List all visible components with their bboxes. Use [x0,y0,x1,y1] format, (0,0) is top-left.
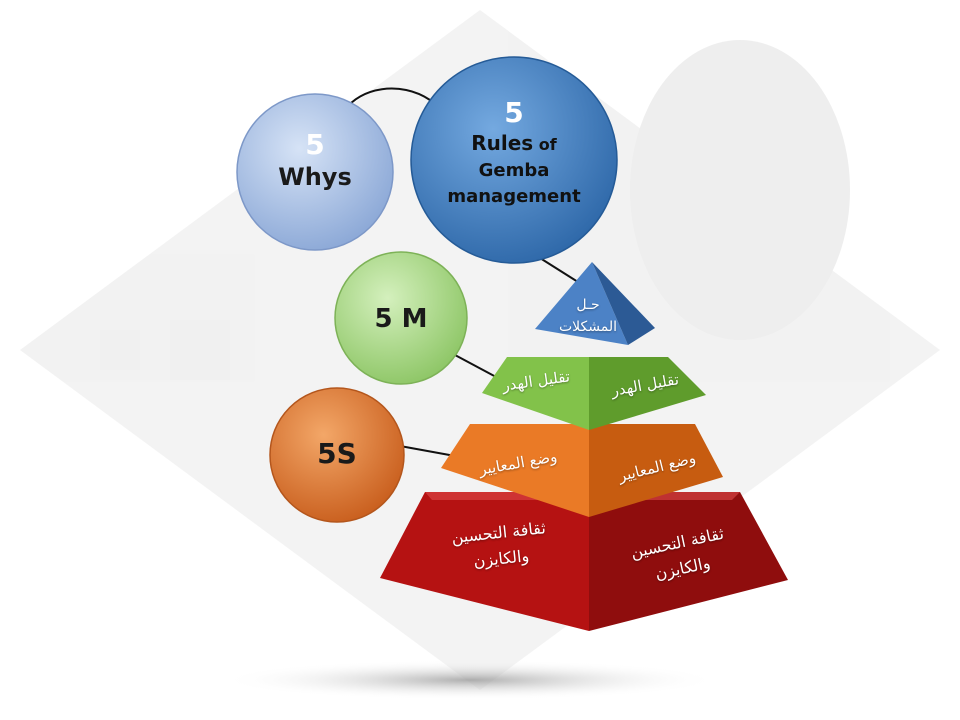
bubble-5-whys-number: 5 [305,128,325,161]
bubble-5-rules-line3: management [447,186,581,207]
bubble-5-whys-label: 5 Whys [255,128,375,192]
connector-rules-top [539,257,579,283]
pyramid-level-2 [482,357,706,430]
pyramid-level-3 [441,424,723,517]
pyramid-shadow [220,660,720,700]
bubble-5-rules [410,56,618,264]
bubble-5-rules-number: 5 [504,96,524,129]
bubble-5-rules-label: 5 Rules of Gemba management [424,96,604,210]
bubble-5-m-label: 5 M [341,304,461,334]
bubble-5s-number: 5 [317,437,337,470]
bubble-5-rules-line1: Rules of [424,130,604,158]
bubble-5-m [334,251,468,385]
rules-of-word: of [533,135,557,154]
bubble-5s-word: S [336,437,357,470]
connector-s-level3 [399,445,456,457]
pyramid-top-label: حـل المشكلات [558,297,617,335]
bubble-5-rules-line2: Gemba [478,160,550,181]
connector-m-level2 [454,354,499,379]
bubble-5-m-number: 5 [374,304,393,334]
rules-bold-word: Rules [471,131,534,155]
bubble-5-whys-word: Whys [278,163,352,191]
bubble-5s-label: 5S [277,438,397,470]
bubble-5-m-word: M [401,304,428,334]
bubble-5s [269,387,405,523]
pyramid-top [535,262,655,345]
bubble-5-whys [236,93,394,251]
